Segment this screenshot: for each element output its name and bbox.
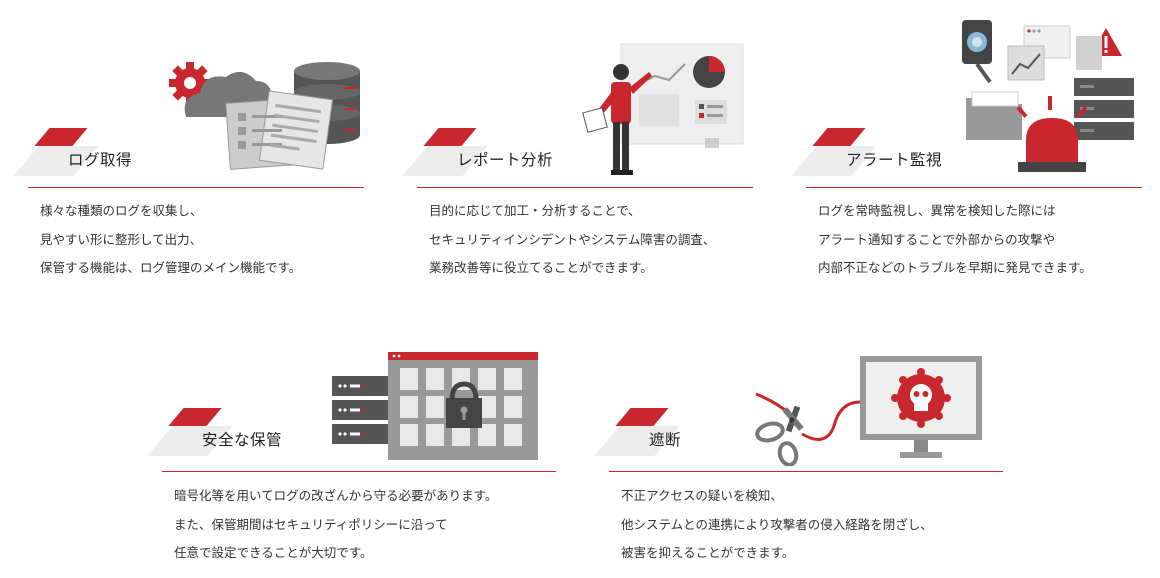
block-icon [754, 354, 986, 466]
log-collection-icon [168, 55, 368, 175]
accent-slash [168, 408, 222, 426]
accent-slash [615, 408, 669, 426]
feature-card-block: 遮断 不正アクセスの疑いを検知、 他システムとの連携により攻撃者の侵入経路を閉ざ… [594, 290, 1003, 578]
feature-header: アラート監視 [791, 128, 1142, 188]
divider-line [28, 187, 364, 188]
feature-description: ログを常時監視し、異常を検知した際には アラート通知することで外部からの攻撃や … [818, 197, 1092, 283]
divider-line [162, 471, 556, 472]
feature-title: アラート監視 [846, 151, 943, 169]
description-line: 他システムとの連携により攻撃者の侵入経路を閉ざし、 [621, 516, 933, 532]
description-line: セキュリティインシデントやシステム障害の調査、 [429, 231, 716, 247]
description-line: アラート通知することで外部からの攻撃や [818, 231, 1056, 247]
accent-slash [34, 128, 88, 146]
feature-header: 安全な保管 [147, 408, 556, 468]
secure-storage-icon [330, 350, 542, 462]
feature-title: 遮断 [649, 431, 682, 449]
feature-description: 目的に応じて加工・分析することで、 セキュリティインシデントやシステム障害の調査… [429, 197, 715, 283]
alert-monitoring-icon [956, 14, 1142, 176]
description-line: 保管する機能は、ログ管理のメイン機能です。 [40, 260, 302, 275]
feature-description: 暗号化等を用いてログの改ざんから守る必要があります。 また、保管期間はセキュリテ… [174, 482, 497, 568]
description-line: 任意で設定できることが大切です。 [174, 545, 373, 560]
description-line: 暗号化等を用いてログの改ざんから守る必要があります。 [174, 488, 498, 503]
feature-title: レポート分析 [457, 151, 554, 169]
feature-card-alert-monitoring: アラート監視 ログを常時監視し、異常を検知した際には アラート通知することで外部… [791, 0, 1142, 290]
feature-card-log-collection: ログ取得 様々な種類のログを収集し、 見やすい形に整形して出力、 保管する機能は… [13, 0, 364, 290]
feature-header: 遮断 [594, 408, 1003, 468]
divider-line [609, 471, 1003, 472]
divider-line [417, 187, 753, 188]
feature-header: ログ取得 [13, 128, 364, 188]
description-line: 被害を抑えることができます。 [621, 545, 795, 560]
divider-line [806, 187, 1142, 188]
report-analysis-icon [577, 40, 757, 180]
description-line: 業務改善等に役立てることができます。 [429, 260, 653, 275]
feature-card-secure-storage: 安全な保管 暗号化等を用いてログの改ざんから守る必要があります。 また、保管期間… [147, 290, 556, 578]
feature-title: 安全な保管 [202, 431, 283, 449]
description-line: 目的に応じて加工・分析することで、 [429, 203, 641, 218]
description-line: 見やすい形に整形して出力、 [40, 231, 203, 247]
accent-slash [812, 128, 866, 146]
description-line: ログを常時監視し、異常を検知した際には [818, 203, 1056, 218]
feature-description: 様々な種類のログを収集し、 見やすい形に整形して出力、 保管する機能は、ログ管理… [40, 197, 301, 283]
feature-header: レポート分析 [402, 128, 753, 188]
accent-slash [423, 128, 477, 146]
description-line: 内部不正などのトラブルを早期に発見できます。 [818, 260, 1092, 275]
feature-description: 不正アクセスの疑いを検知、 他システムとの連携により攻撃者の侵入経路を閉ざし、 … [621, 482, 933, 568]
description-line: また、保管期間はセキュリティポリシーに沿って [174, 516, 448, 532]
description-line: 様々な種類のログを収集し、 [40, 203, 203, 218]
feature-card-report-analysis: レポート分析 目的に応じて加工・分析することで、 セキュリティインシデントやシス… [402, 0, 753, 290]
feature-title: ログ取得 [68, 151, 133, 169]
description-line: 不正アクセスの疑いを検知、 [621, 488, 783, 503]
